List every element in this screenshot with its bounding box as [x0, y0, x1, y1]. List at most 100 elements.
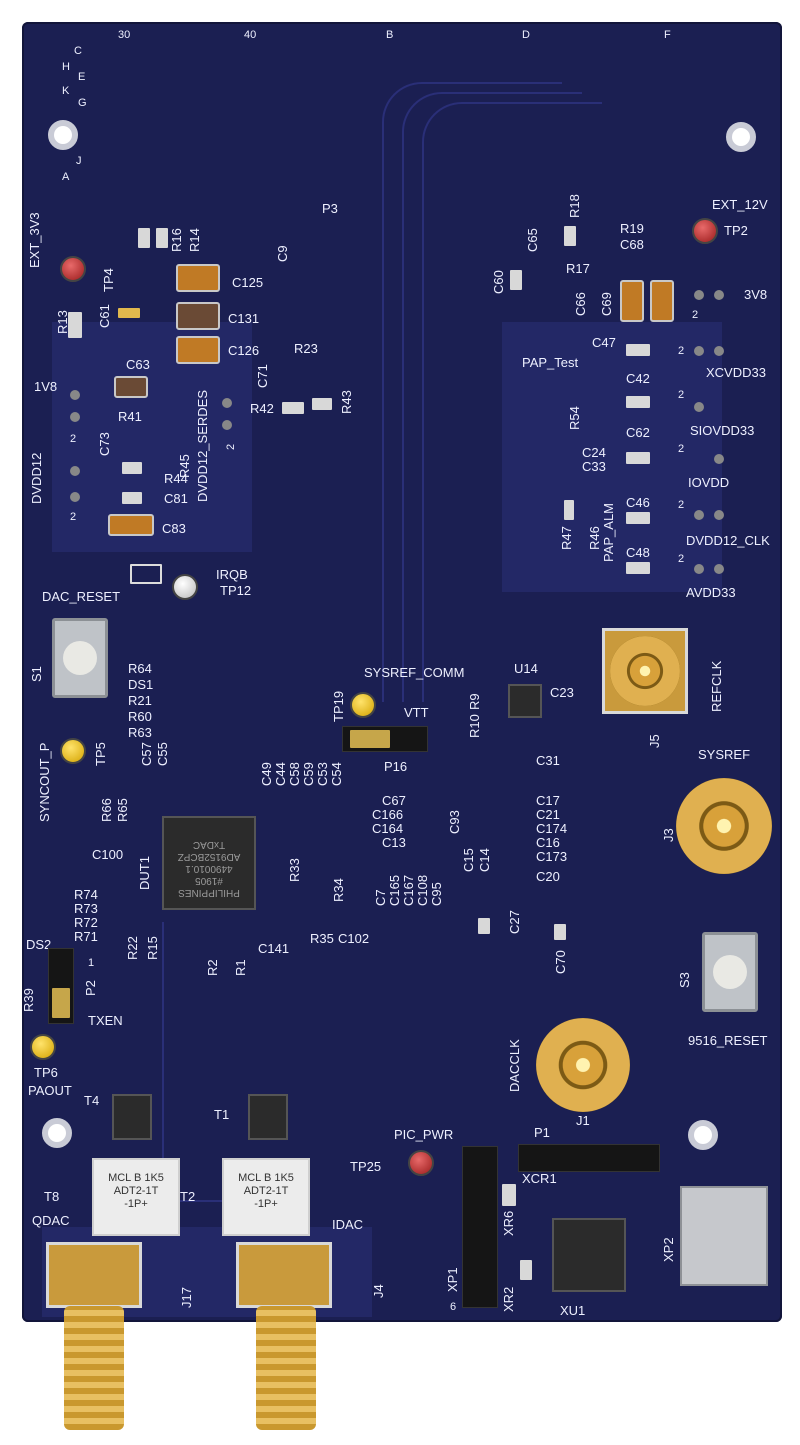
label-c93: C93: [447, 810, 462, 834]
trace-2: [402, 92, 582, 702]
label-r16: R16: [169, 228, 184, 252]
transformer-t8: MCL B 1K5 ADT2-1T -1P+: [92, 1158, 180, 1236]
testpoint-tp25[interactable]: [408, 1150, 434, 1176]
testpoint-tp6[interactable]: [30, 1034, 56, 1060]
label-c131: C131: [228, 311, 260, 326]
grid-label-k: K: [62, 85, 70, 97]
chip-xr2-label: XR2: [501, 1286, 516, 1312]
testpoint-tp2[interactable]: [692, 218, 718, 244]
label-c62: C62: [626, 425, 650, 440]
rail-dvdd12-serdes-label: DVDD12_SERDES: [195, 390, 210, 502]
label-r71: R71: [74, 929, 98, 944]
label-c54: C54: [329, 762, 344, 786]
label-r21: R21: [128, 693, 152, 708]
testpoint-tp4[interactable]: [60, 256, 86, 282]
resistor-r43: [312, 398, 332, 410]
testpoint-syncout-p-label: SYNCOUT_P: [37, 742, 52, 822]
label-c27: C27: [507, 910, 522, 934]
pin-dvdd12-1: [70, 466, 80, 476]
label-r47: R47: [559, 526, 574, 550]
label-c166: C166: [372, 807, 404, 822]
header-p1[interactable]: [518, 1144, 660, 1172]
jumper-p16[interactable]: [350, 730, 390, 748]
label-r41: R41: [118, 409, 142, 424]
label-c53: C53: [315, 762, 330, 786]
label-r42: R42: [250, 401, 274, 416]
label-c61: C61: [97, 304, 112, 328]
label-p2-pin-1: 1: [88, 957, 95, 969]
label-r73: R73: [74, 901, 98, 916]
label-c100: C100: [92, 847, 124, 862]
switch-s1-label: S1: [29, 666, 44, 682]
label-r54: R54: [567, 406, 582, 430]
label-pin-serdes-2: 2: [225, 443, 237, 450]
jumper-p2[interactable]: [52, 988, 70, 1018]
connector-j3[interactable]: [676, 778, 772, 874]
capacitor-c63: [114, 376, 148, 398]
label-c16: C16: [536, 835, 560, 850]
label-pin-dvdd12-clk-2: 2: [678, 499, 685, 511]
label-c60: C60: [491, 270, 506, 294]
label-c167: C167: [401, 874, 416, 906]
testpoint-tp19[interactable]: [350, 692, 376, 718]
switch-s3-knob[interactable]: [713, 955, 747, 989]
chip-u14: [508, 684, 542, 718]
label-c83: C83: [162, 521, 186, 536]
grid-label-j: J: [76, 155, 82, 167]
capacitor-c69: [650, 280, 674, 322]
rail-avdd33-label: AVDD33: [686, 585, 736, 600]
capacitor-c42: [626, 396, 650, 408]
resistor-r47: [564, 500, 574, 520]
connector-j5[interactable]: [610, 636, 680, 706]
capacitor-c126: [176, 336, 220, 364]
testpoint-tp12[interactable]: [172, 574, 198, 600]
edge-sma-idac-barrel[interactable]: [256, 1306, 316, 1430]
label-c73: C73: [97, 432, 112, 456]
pin-avdd33-1: [694, 564, 704, 574]
usb-connector-xp2[interactable]: [680, 1186, 768, 1286]
connector-j1[interactable]: [536, 1018, 630, 1112]
label-c126: C126: [228, 343, 260, 358]
resistor-r18: [564, 226, 576, 246]
mounting-hole-top-left: [48, 120, 78, 150]
output-txen-label: TXEN: [88, 1013, 123, 1028]
switch-s1-knob[interactable]: [63, 641, 97, 675]
rail-dvdd12-clk-label: DVDD12_CLK: [686, 533, 770, 548]
label-r9: R9: [467, 693, 482, 710]
switch-s1[interactable]: [52, 618, 108, 698]
chip-dut1-label: DUT1: [137, 856, 152, 890]
label-r1: R1: [233, 959, 248, 976]
label-r74: R74: [74, 887, 98, 902]
testpoint-ext-3v3-label: EXT_3V3: [27, 212, 42, 268]
transformer-t2: MCL B 1K5 ADT2-1T -1P+: [222, 1158, 310, 1236]
capacitor-c48: [626, 562, 650, 574]
rail-iovdd-label: IOVDD: [688, 475, 730, 490]
switch-s3[interactable]: [702, 932, 758, 1012]
pcb-board: 30 40 B D F C H K E G J A P3 EXT_12V TP2…: [21, 22, 782, 1322]
edge-sma-qdac-barrel[interactable]: [64, 1306, 124, 1430]
grid-label-40: 40: [244, 29, 257, 41]
testpoint-tp12-label: TP12: [220, 583, 252, 598]
grid-label-h: H: [62, 61, 70, 73]
label-r18: R18: [567, 194, 582, 218]
pin-3v8-1: [694, 290, 704, 300]
transformer-t1-label: T1: [214, 1107, 230, 1122]
transformer-t4: [112, 1094, 152, 1140]
rail-xcvdd33-label: XCVDD33: [706, 365, 766, 380]
label-c49: C49: [259, 762, 274, 786]
label-c141: C141: [258, 941, 290, 956]
label-xp1-pin-6: 6: [450, 1301, 457, 1313]
output-qdac-label: QDAC: [32, 1213, 70, 1228]
label-c71: C71: [255, 364, 270, 388]
testpoint-tp5[interactable]: [60, 738, 86, 764]
rail-dvdd12-label: DVDD12: [29, 452, 44, 504]
pin-3v8-2: [714, 290, 724, 300]
label-c15: C15: [461, 848, 476, 872]
label-c65: C65: [525, 228, 540, 252]
switch-s3-label: S3: [677, 972, 692, 988]
label-c47: C47: [592, 335, 616, 350]
label-c20: C20: [536, 869, 560, 884]
grid-label-b: B: [386, 29, 394, 41]
header-xp1[interactable]: [462, 1146, 498, 1308]
label-pin-siovdd33-2: 2: [678, 389, 685, 401]
